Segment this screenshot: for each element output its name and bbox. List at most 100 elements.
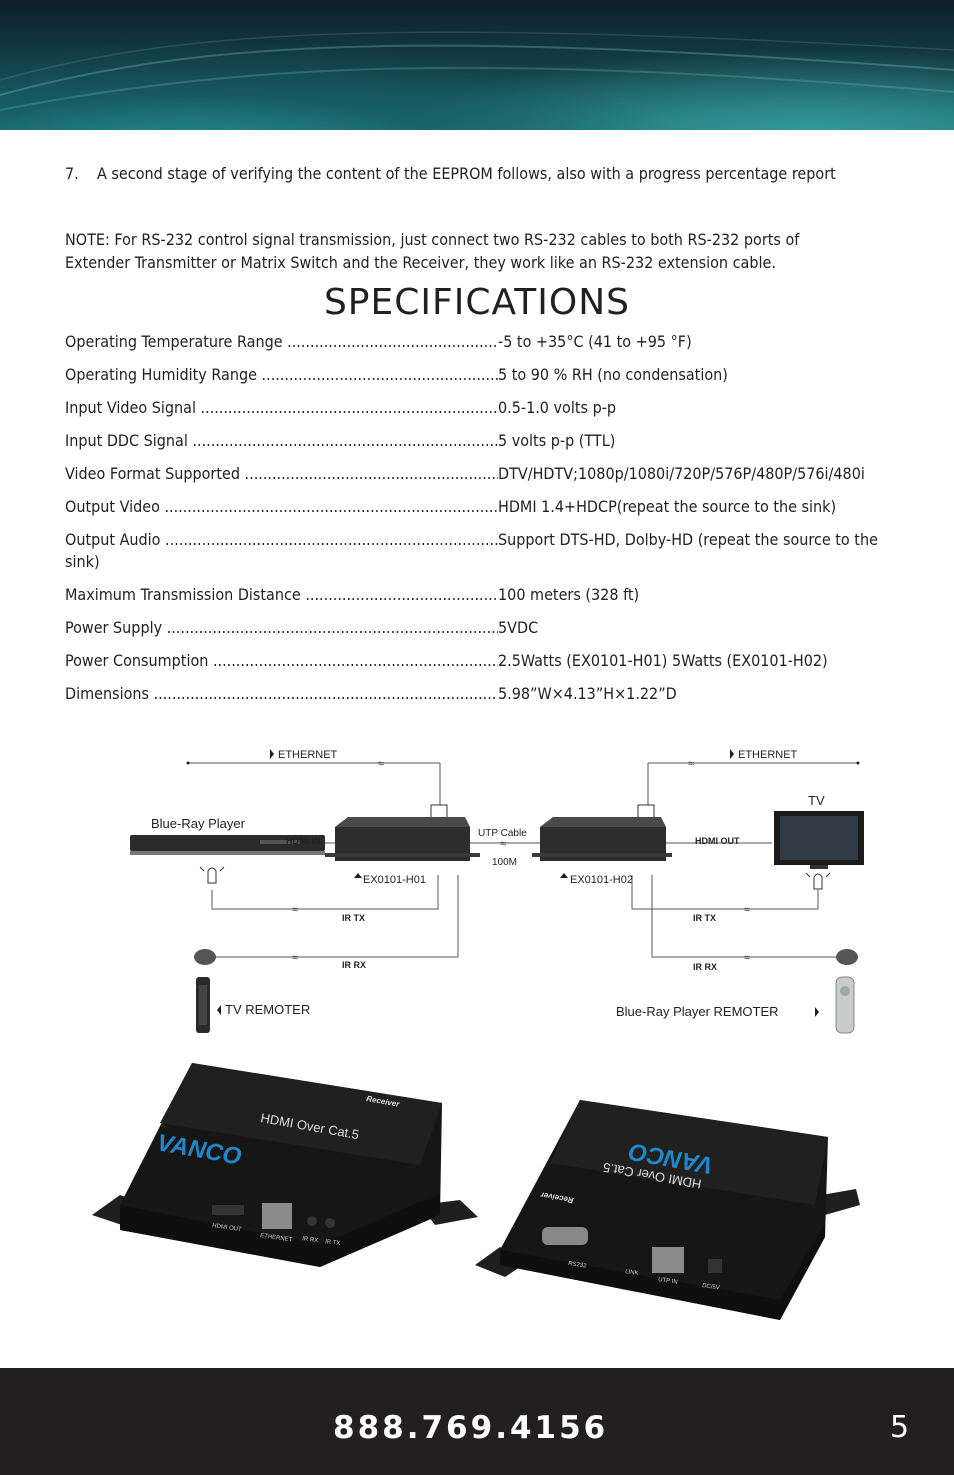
cable-break-mark: ≈ xyxy=(744,904,750,916)
ir-tx-label-right: IR TX xyxy=(693,913,716,923)
product-photos: VANCO HDMI Over Cat.5 Receiver HDMI OUT … xyxy=(92,1063,860,1320)
utp-cable-label: UTP Cable xyxy=(478,828,527,839)
bluray-player-label: Blue-Ray Player xyxy=(151,816,246,831)
cable-break-mark: ≈ xyxy=(688,758,694,770)
receiver-photo xyxy=(475,1100,860,1320)
spec-row: Operating Temperature Range ............… xyxy=(65,331,925,353)
bluray-remote-label: Blue-Ray Player REMOTER xyxy=(616,1004,779,1019)
spec-value: DTV/HDTV;1080p/1080i/720P/576P/480P/576i… xyxy=(498,464,865,483)
tv-label: TV xyxy=(808,793,825,808)
arrow-up-icon xyxy=(560,873,568,878)
hdmi-out-label: HDMI OUT xyxy=(695,836,740,846)
spec-label: Output Audio ...........................… xyxy=(65,530,498,549)
hdmi-in-label: HDMI IN xyxy=(286,836,321,846)
tv-remote-label: TV REMOTER xyxy=(225,1002,310,1017)
spec-label: Video Format Supported .................… xyxy=(65,464,498,483)
spec-value: HDMI 1.4+HDCP(repeat the source to the s… xyxy=(498,497,837,516)
step-text: A second stage of verifying the content … xyxy=(97,164,836,183)
spec-row: Dimensions .............................… xyxy=(65,683,925,705)
arrow-left-icon xyxy=(217,1005,221,1015)
spec-row: Output Audio ...........................… xyxy=(65,529,925,573)
arrow-up-icon xyxy=(354,873,362,878)
footer-bar xyxy=(0,1368,954,1475)
ethernet-label-left: ETHERNET xyxy=(278,749,338,761)
header-wave-graphic xyxy=(0,31,954,111)
spec-label: Maximum Transmission Distance ..........… xyxy=(65,585,498,604)
port-label: IR RX xyxy=(302,1236,319,1244)
ir-rx-label-left: IR RX xyxy=(342,960,366,970)
receiver-unit-image xyxy=(532,817,672,861)
connection-diagram: ETHERNET ETHERNET ≈ ≈ ≈ ≈ ≈ ≈ ≈ Blue-Ray… xyxy=(130,749,864,1034)
cable-break-mark: ≈ xyxy=(292,952,298,964)
spec-row: Power Supply ...........................… xyxy=(65,617,925,639)
spec-row: Operating Humidity Range ...............… xyxy=(65,364,925,386)
spec-row: Input Video Signal .....................… xyxy=(65,397,925,419)
phone-number: 888.769.4156 xyxy=(333,1410,609,1446)
spec-label: Operating Humidity Range ...............… xyxy=(65,365,498,384)
arrow-icon xyxy=(270,749,274,759)
spec-value: 5 volts p-p (TTL) xyxy=(498,431,616,450)
bluray-remote-image xyxy=(835,976,855,1034)
port-label: ETHERNET xyxy=(260,1233,293,1243)
note-line-1: NOTE: For RS-232 control signal transmis… xyxy=(65,230,800,249)
spec-value: 5 to 90 % RH (no condensation) xyxy=(498,365,728,384)
cable-break-mark: ≈ xyxy=(500,838,506,850)
port-label: UTP IN xyxy=(658,1277,678,1286)
ethernet-end-dot xyxy=(856,761,860,765)
note-line-2: Extender Transmitter or Matrix Switch an… xyxy=(65,253,776,272)
ethernet-label-right: ETHERNET xyxy=(738,749,798,761)
port-label: LINK xyxy=(625,1269,639,1277)
ir-receiver-icon xyxy=(194,949,216,965)
spec-value: 2.5Watts (EX0101-H01) 5Watts (EX0101-H02… xyxy=(498,651,828,670)
ethernet-port-icon xyxy=(430,804,448,820)
port-label: IR TX xyxy=(325,1239,341,1247)
ir-receiver-icon xyxy=(836,949,858,965)
spec-label: Operating Temperature Range ............… xyxy=(65,332,498,351)
transmitter-model-label: EX0101-H01 xyxy=(363,874,426,886)
spec-label: Input Video Signal .....................… xyxy=(65,398,498,417)
spec-row: Video Format Supported .................… xyxy=(65,463,925,485)
port-label: RS232 xyxy=(568,1261,588,1270)
spec-label: Power Consumption ......................… xyxy=(65,651,498,670)
ir-rx-label-right: IR RX xyxy=(693,962,717,972)
tv-image xyxy=(774,811,864,869)
spec-value: 100 meters (328 ft) xyxy=(498,585,640,604)
ir-emitter-icon xyxy=(805,872,831,890)
ethernet-port-icon xyxy=(637,804,655,820)
ir-emitter-icon xyxy=(199,866,225,884)
spec-value: 5VDC xyxy=(498,618,539,637)
spec-row: Maximum Transmission Distance ..........… xyxy=(65,584,925,606)
header-banner xyxy=(0,0,954,130)
arrow-icon xyxy=(730,749,734,759)
page-number: 5 xyxy=(890,1410,910,1445)
receiver-model-label: EX0101-H02 xyxy=(570,874,633,886)
cable-break-mark: ≈ xyxy=(378,758,384,770)
spec-label: Dimensions .............................… xyxy=(65,684,498,703)
spec-label: Output Video ...........................… xyxy=(65,497,498,516)
spec-row: Input DDC Signal .......................… xyxy=(65,430,925,452)
spec-value: Support DTS-HD, Dolby-HD (repeat the sou… xyxy=(498,530,878,549)
ethernet-end-dot xyxy=(186,761,190,765)
spec-row: Power Consumption ......................… xyxy=(65,650,925,672)
bluray-player-image xyxy=(130,835,325,855)
step-number: 7. xyxy=(65,164,79,183)
arrow-icon xyxy=(815,1007,819,1017)
transmitter-unit-image xyxy=(325,817,480,861)
transmitter-photo xyxy=(92,1063,478,1267)
specifications-heading: SPECIFICATIONS xyxy=(323,282,631,323)
distance-label: 100M xyxy=(492,857,517,868)
spec-value: 5.98”W×4.13”H×1.22”D xyxy=(498,684,677,703)
ir-tx-label-left: IR TX xyxy=(342,913,365,923)
port-label: DC/5V xyxy=(702,1283,720,1291)
spec-label: Power Supply ...........................… xyxy=(65,618,498,637)
spec-row: Output Video ...........................… xyxy=(65,496,925,518)
rs232-note: NOTE: For RS-232 control signal transmis… xyxy=(65,228,895,274)
port-label: HDMI OUT xyxy=(212,1223,243,1233)
step-7: 7. A second stage of verifying the conten… xyxy=(65,162,895,185)
cable-break-mark: ≈ xyxy=(744,952,750,964)
cable-break-mark: ≈ xyxy=(292,904,298,916)
tv-remote-image xyxy=(196,977,210,1033)
spec-label: Input DDC Signal .......................… xyxy=(65,431,498,450)
spec-value: -5 to +35°C (41 to +95 °F) xyxy=(498,332,692,351)
spec-value-continuation: sink) xyxy=(65,552,100,571)
